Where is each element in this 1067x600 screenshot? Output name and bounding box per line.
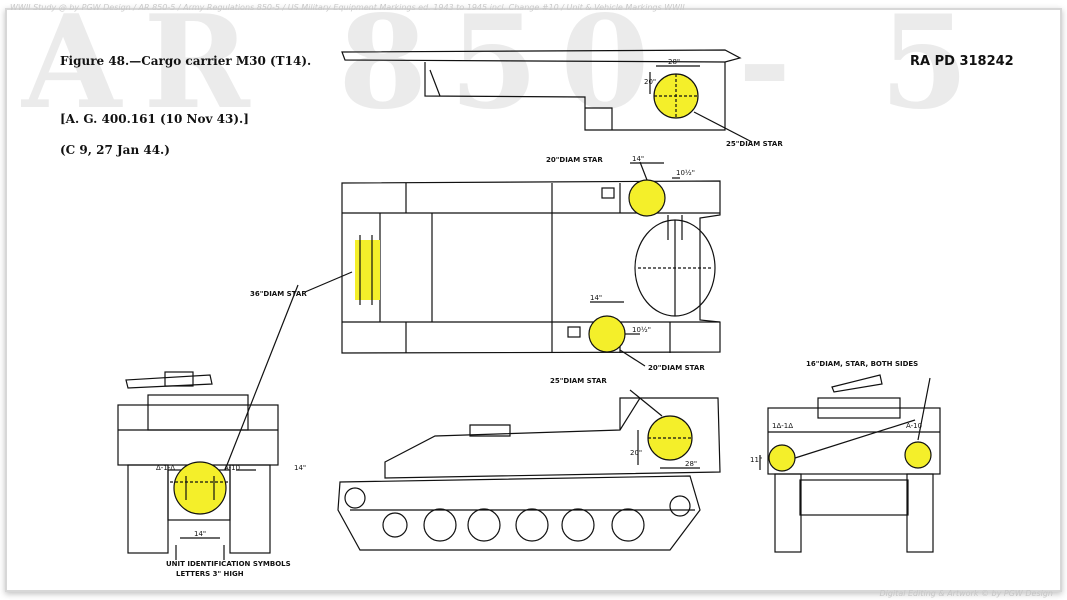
front-view — [759, 374, 941, 553]
figure-title: Figure 48.—Cargo carrier M30 (T14). — [60, 54, 312, 68]
dim-10half-upper: 10½" — [676, 169, 695, 177]
background-watermark: AR 850 - 5 — [22, 0, 991, 138]
dim-10half-lower: 10½" — [632, 326, 651, 334]
label-letters-high: LETTERS 3" HIGH — [176, 570, 244, 578]
dim-14-lower: 14" — [590, 294, 602, 302]
dim-20-side: 20" — [630, 449, 642, 457]
reference-ag: [A. G. 400.161 (10 Nov 43).] — [60, 112, 249, 126]
ra-pd-number: RA PD 318242 — [910, 54, 1014, 69]
star-marker — [173, 461, 227, 515]
dim-11-front: 11" — [750, 456, 762, 464]
bottom-watermark-text: Digital Editing & Artwork © by PGW Desig… — [879, 589, 1053, 598]
marking-front-left: 1Δ-1Δ — [772, 422, 793, 430]
marking-rear-left: Δ-1-Δ — [156, 464, 175, 472]
dim-14-upper: 14" — [632, 155, 644, 163]
marking-rear-right: A-10 — [224, 464, 240, 472]
plan-view — [304, 161, 721, 367]
label-unit-symbols: UNIT IDENTIFICATION SYMBOLS — [166, 560, 291, 568]
dim-28-top: 28" — [668, 58, 680, 66]
label-front-star: 16"DIAM, STAR, BOTH SIDES — [806, 360, 918, 368]
dim-20-top: 20" — [644, 78, 656, 86]
label-plan-star-upper: 20"DIAM STAR — [546, 156, 603, 164]
label-top-star: 25"DIAM STAR — [726, 140, 783, 148]
star-marker — [768, 444, 796, 472]
reference-change: (C 9, 27 Jan 44.) — [60, 143, 170, 157]
dim-14-rear: 14" — [194, 530, 206, 538]
dim-28-side: 28" — [685, 460, 697, 468]
dim-14-rear-side: 14" — [294, 464, 306, 472]
top-view — [341, 49, 753, 143]
side-view — [337, 389, 721, 551]
rear-view — [117, 284, 299, 560]
star-marker — [904, 441, 932, 469]
label-plan-star-lower: 20"DIAM STAR — [648, 364, 705, 372]
top-watermark-text: WWII Study @ by PGW Design / AR 850-5 / … — [10, 3, 685, 12]
star-marker — [628, 179, 666, 217]
star-marker — [588, 315, 626, 353]
marking-front-right: A-10 — [906, 422, 922, 430]
label-side-star: 25"DIAM STAR — [550, 377, 607, 385]
label-rear-star: 36"DIAM STAR — [250, 290, 307, 298]
